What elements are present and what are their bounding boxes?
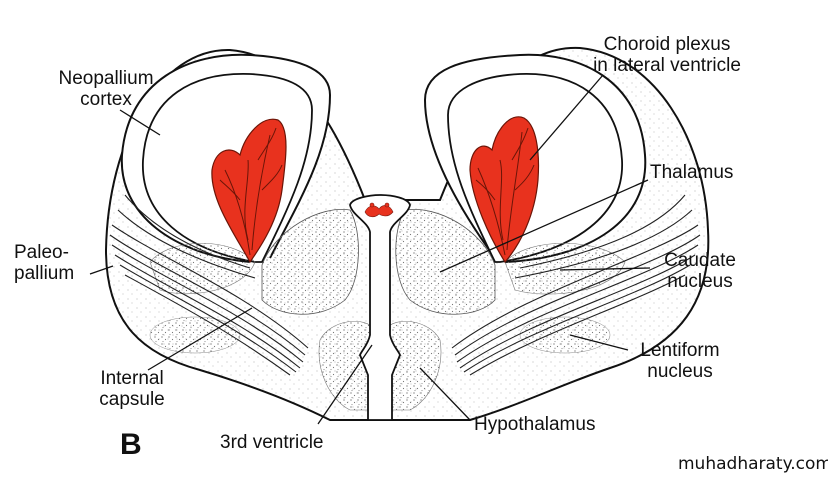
leader-choroid [529, 74, 604, 161]
left-choroid-plexus [211, 118, 287, 264]
leader-thalamus [439, 179, 649, 273]
label-thalamus: Thalamus [650, 162, 733, 183]
leader-paleopallium [89, 265, 114, 275]
right-choroid-plexus [469, 116, 540, 264]
label-lentiform-line1: Lentiform [640, 340, 720, 361]
left-caudate [149, 242, 256, 295]
left-lentiform [149, 316, 241, 354]
label-hypothalamus-text: Hypothalamus [474, 414, 596, 435]
label-caudate-line1: Caudate [664, 250, 736, 271]
label-internal-capsule: Internal capsule [86, 368, 178, 410]
watermark: muhadharaty.com [678, 454, 828, 474]
right-internal-capsule-fibers [451, 194, 701, 376]
label-neopallium-cortex: Neopallium cortex [50, 68, 162, 110]
label-paleopallium-line1: Paleo- [14, 242, 69, 263]
leader-caudate [559, 267, 651, 271]
leader-third-ventricle [317, 344, 373, 425]
label-caudate-line2: nucleus [667, 271, 733, 292]
right-caudate [504, 242, 626, 295]
label-caudate-nucleus: Caudate nucleus [652, 250, 748, 292]
leader-internal-capsule [147, 307, 253, 371]
label-paleopallium-line2: pallium [14, 263, 75, 284]
label-lentiform-nucleus: Lentiform nucleus [628, 340, 732, 382]
left-internal-capsule-fibers [109, 194, 309, 376]
third-ventricle-choroid [364, 202, 394, 218]
right-lentiform [519, 316, 611, 354]
leader-hypothalamus [419, 367, 471, 421]
leader-lentiform [569, 334, 629, 351]
label-lentiform-line2: nucleus [647, 361, 713, 382]
leader-lines [89, 74, 651, 425]
third-ventricle [349, 194, 411, 421]
left-thalamus [261, 208, 359, 315]
label-choroid-line2: in lateral ventricle [593, 55, 741, 76]
label-internal-line1: Internal [100, 368, 164, 389]
label-paleopallium: Paleo- pallium [14, 242, 74, 284]
label-choroid-plexus: Choroid plexus in lateral ventricle [572, 34, 762, 76]
label-internal-line2: capsule [99, 389, 165, 410]
label-neopallium-line2: cortex [80, 89, 132, 110]
label-neopallium-line1: Neopallium [58, 68, 154, 89]
leader-neopallium [119, 109, 161, 136]
label-third-ventricle: 3rd ventricle [220, 432, 324, 453]
label-hypothalamus: Hypothalamus [474, 414, 595, 435]
label-choroid-line1: Choroid plexus [603, 34, 731, 55]
right-thalamus [395, 208, 496, 315]
label-third-ventricle-text: 3rd ventricle [220, 432, 324, 453]
label-thalamus-text: Thalamus [650, 162, 734, 183]
panel-letter: B [120, 428, 142, 461]
